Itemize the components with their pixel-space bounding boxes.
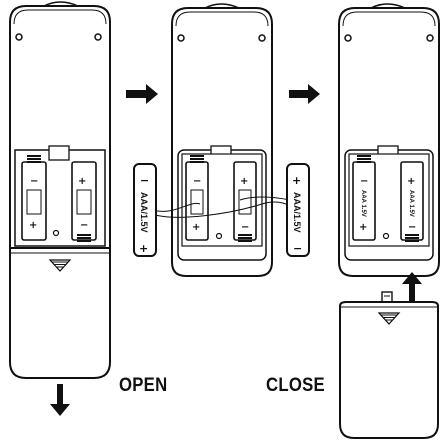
battery-slot-right: + − xyxy=(71,161,97,242)
svg-text:−: − xyxy=(30,176,38,187)
svg-text:+: + xyxy=(192,222,200,233)
svg-text:AAA/1.5V: AAA/1.5V xyxy=(139,192,149,233)
loose-battery-left: − AAA/1.5V + xyxy=(133,163,157,257)
svg-text:+: + xyxy=(359,222,367,233)
svg-text:+: + xyxy=(407,176,415,187)
svg-text:−: − xyxy=(360,176,368,187)
svg-text:−: − xyxy=(193,176,201,187)
battery-slot-right: + AAA 1.5V − xyxy=(400,161,424,242)
open-step-label: OPEN xyxy=(119,375,168,396)
svg-text:AAA 1.5V: AAA 1.5V xyxy=(408,190,414,217)
right-arrow-icon xyxy=(289,84,320,104)
up-arrow-icon xyxy=(402,272,422,302)
svg-text:AAA/1.5V: AAA/1.5V xyxy=(292,192,302,233)
svg-text:+: + xyxy=(139,242,148,255)
down-arrow-icon xyxy=(50,384,70,416)
svg-text:+: + xyxy=(78,176,86,187)
remote-panel-close: − AAA 1.5V + + AAA 1.5V − xyxy=(338,3,440,277)
remote-panel-open: − + + − xyxy=(9,1,111,379)
svg-text:−: − xyxy=(241,222,249,233)
battery-cover xyxy=(339,291,439,439)
battery-slot-left: − AAA 1.5V + xyxy=(352,155,376,241)
svg-text:−: − xyxy=(293,242,302,255)
remote-panel-insert: − + + − xyxy=(151,3,291,277)
svg-text:AAA 1.5V: AAA 1.5V xyxy=(360,190,366,217)
svg-text:−: − xyxy=(408,222,416,233)
svg-text:+: + xyxy=(240,176,248,187)
svg-text:+: + xyxy=(29,220,37,231)
battery-slot-left: − + xyxy=(21,155,47,241)
svg-text:+: + xyxy=(292,174,301,187)
loose-battery-right: + AAA/1.5V − xyxy=(286,163,310,257)
right-arrow-icon xyxy=(126,84,158,104)
svg-text:−: − xyxy=(80,220,88,231)
svg-text:−: − xyxy=(140,174,149,187)
close-step-label: CLOSE xyxy=(266,375,325,396)
